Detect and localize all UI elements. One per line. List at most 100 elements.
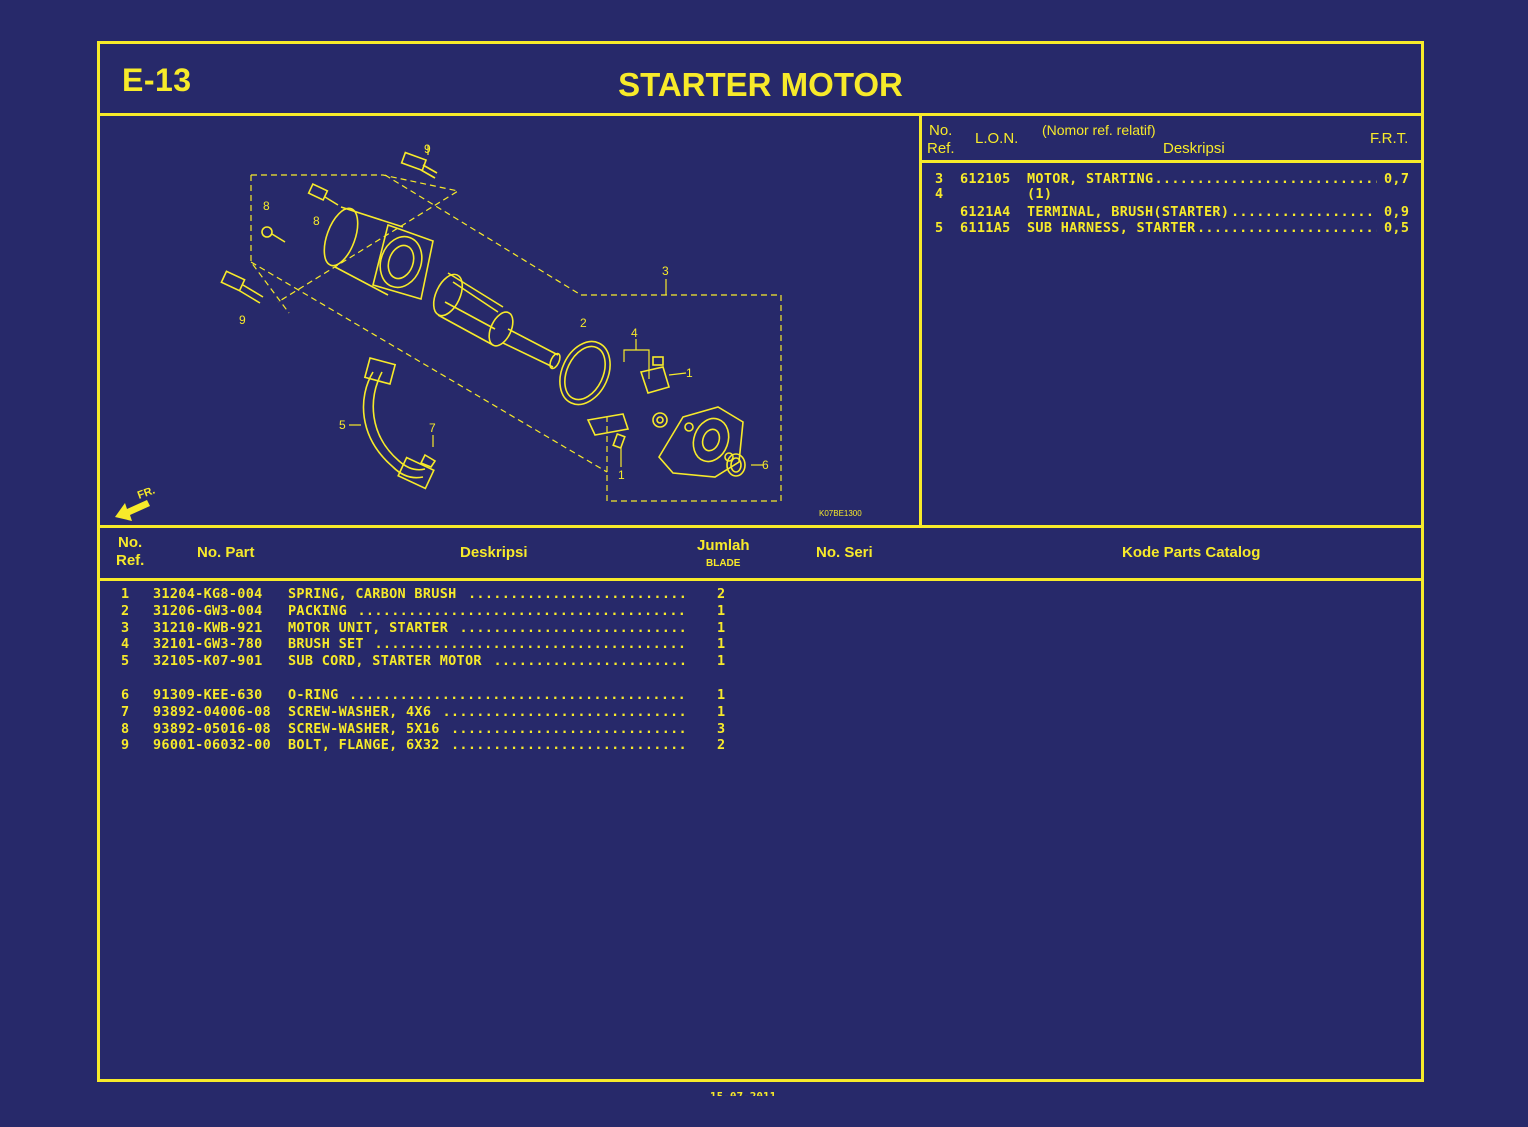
lon-ref: 5 — [935, 220, 944, 236]
callout-label: 9 — [239, 313, 246, 327]
divider — [922, 160, 1421, 163]
part-number: 31206-GW3-004 — [153, 602, 263, 619]
divider — [919, 113, 922, 525]
lon-row: 4 (1) — [922, 186, 1421, 203]
callout-label: 3 — [662, 264, 669, 278]
dot-leader: ........................................… — [442, 703, 687, 720]
catalog-page: E-13 STARTER MOTOR No. Ref. L.O.N. (Nomo… — [97, 41, 1424, 1082]
part-description: MOTOR UNIT, STARTER — [288, 619, 449, 636]
parts-header-desc: Deskripsi — [460, 544, 528, 561]
lon-header-ref: Ref. — [927, 140, 955, 157]
screw-icon — [261, 226, 286, 243]
direction-label: FR. — [136, 484, 157, 501]
bolt-icon — [307, 183, 339, 206]
lon-ref: 3 — [935, 171, 944, 187]
part-description: SCREW-WASHER, 5X16 — [288, 720, 440, 737]
part-number: 31204-KG8-004 — [153, 586, 263, 602]
lon-frt: 0,9 — [1384, 204, 1410, 220]
part-description: SUB CORD, STARTER MOTOR — [288, 653, 482, 670]
part-ref: 1 — [121, 586, 130, 602]
part-description: BOLT, FLANGE, 6X32 — [288, 737, 440, 754]
dot-leader: ........................................… — [493, 653, 687, 670]
callout-label: 8 — [313, 214, 320, 228]
lon-header-nomor: (Nomor ref. relatif) — [1042, 122, 1156, 138]
o-ring-icon — [726, 453, 746, 477]
brush-terminal-icon — [639, 356, 670, 394]
screw-icon — [419, 453, 437, 468]
part-ref: 3 — [121, 619, 130, 636]
dot-leader: ........................................… — [451, 737, 686, 754]
brush-holder-icon — [586, 413, 630, 450]
parts-header-part: No. Part — [197, 544, 255, 561]
divider — [100, 113, 1421, 116]
part-number: 93892-05016-08 — [153, 720, 271, 737]
lon-code: 612105 — [960, 171, 1011, 187]
lon-description: (1) — [1027, 186, 1053, 202]
assembly-guide-lines — [250, 174, 782, 502]
part-quantity: 1 — [717, 703, 726, 720]
divider — [100, 525, 1421, 528]
parts-header-catalog: Kode Parts Catalog — [1122, 544, 1261, 561]
sub-cord-icon — [362, 356, 435, 490]
callout-label: 7 — [429, 421, 436, 435]
callout-label: 2 — [580, 316, 587, 330]
front-direction-arrow — [115, 500, 150, 521]
part-ref: 4 — [121, 636, 130, 653]
part-ref: 7 — [121, 703, 130, 720]
callout-leader — [668, 372, 687, 376]
divider — [100, 578, 1421, 581]
callout-label: 5 — [339, 418, 346, 432]
part-ref: 5 — [121, 653, 130, 670]
lon-description: TERMINAL, BRUSH(STARTER) — [1027, 204, 1230, 220]
lon-header-deskripsi: Deskripsi — [1163, 140, 1225, 157]
bolt-icon — [220, 270, 264, 304]
part-quantity: 2 — [717, 586, 726, 602]
lon-description: SUB HARNESS, STARTER — [1027, 220, 1196, 236]
parts-header-serial: No. Seri — [816, 544, 873, 561]
part-quantity: 2 — [717, 737, 726, 754]
dot-leader: ........................................… — [374, 636, 687, 653]
parts-header-no: No. — [118, 534, 143, 551]
callout-label: 1 — [618, 468, 625, 482]
part-description: O-RING — [288, 687, 339, 703]
part-number: 96001-06032-00 — [153, 737, 271, 754]
dot-leader: ........................................… — [1231, 204, 1377, 220]
parts-header-qty-sub: BLADE — [706, 558, 741, 569]
callout-label: 6 — [762, 458, 769, 472]
part-quantity: 3 — [717, 720, 726, 737]
washer-icon — [656, 416, 664, 424]
callout-label: 9 — [424, 142, 431, 156]
lon-description: MOTOR, STARTING — [1027, 171, 1154, 187]
part-description: BRUSH SET — [288, 636, 364, 653]
page-footer-date: 15-07-2011 — [710, 1090, 776, 1096]
washer-icon — [652, 412, 668, 428]
lon-row: 6121A4 TERMINAL, BRUSH(STARTER) 0,9.......… — [922, 204, 1421, 221]
lon-frt: 0,5 — [1384, 220, 1410, 236]
callout-label: 8 — [263, 199, 270, 213]
lon-header-frt: F.R.T. — [1370, 130, 1409, 147]
lon-ref: 4 — [935, 186, 944, 202]
callout-label: 1 — [686, 366, 693, 380]
lon-code: 6121A4 — [960, 204, 1011, 220]
part-quantity: 1 — [717, 653, 726, 670]
part-number: 32101-GW3-780 — [153, 636, 263, 653]
part-number: 91309-KEE-630 — [153, 687, 263, 703]
packing-ring-icon — [559, 340, 611, 406]
dot-leader: ........................................… — [1154, 171, 1378, 187]
o-ring-icon — [730, 457, 742, 473]
part-ref: 9 — [121, 737, 130, 754]
part-ref: 6 — [121, 687, 130, 703]
parts-header-ref: Ref. — [116, 552, 145, 569]
part-number: 31210-KWB-921 — [153, 619, 263, 636]
dot-leader: ........................................… — [451, 720, 686, 737]
lon-header-no: No. — [929, 122, 953, 139]
part-ref: 2 — [121, 602, 130, 619]
part-quantity: 1 — [717, 602, 726, 619]
